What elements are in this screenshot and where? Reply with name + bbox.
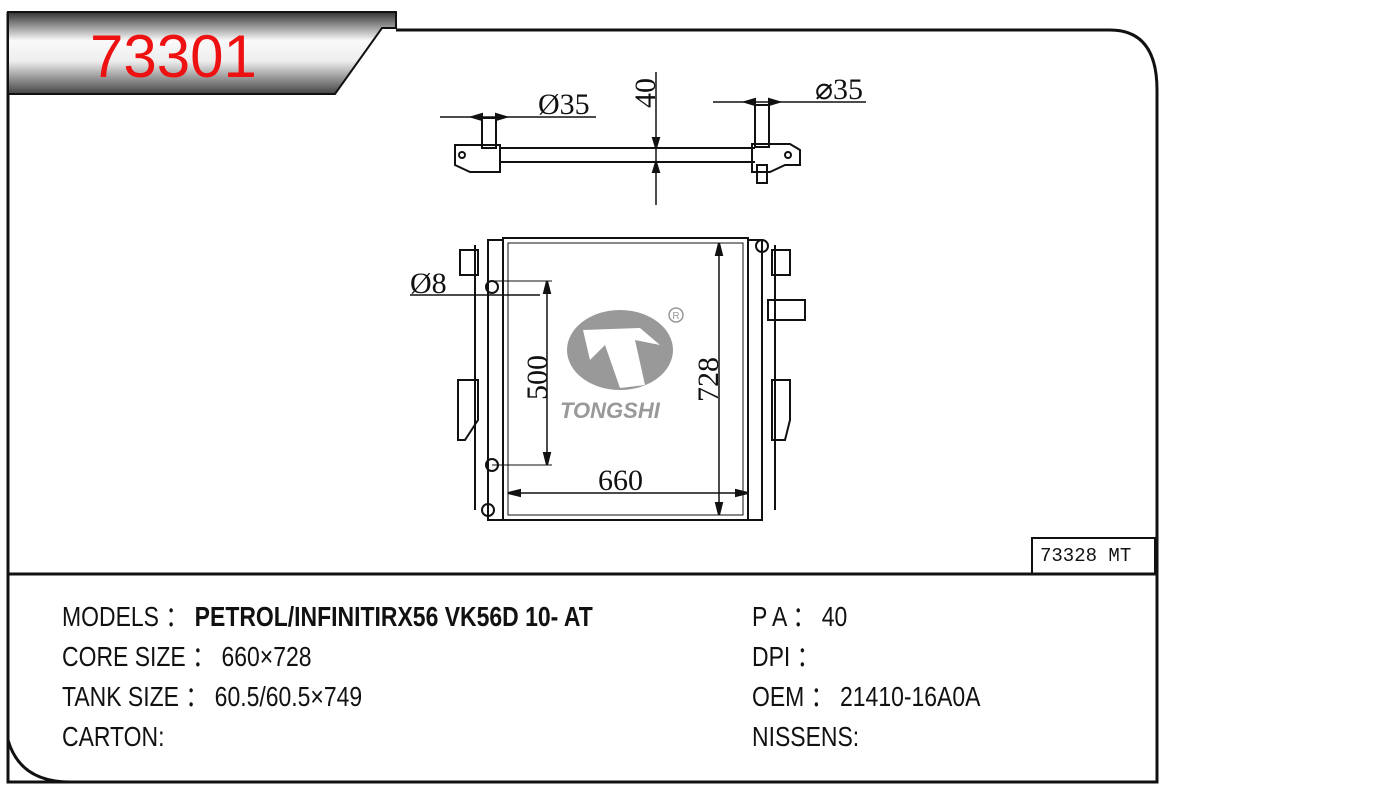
- spec-dpi: DPI ：: [752, 643, 820, 671]
- front-view: [410, 237, 806, 521]
- logo-text: TONGSHI: [560, 398, 661, 423]
- spec-value: 40: [821, 601, 848, 632]
- dim-inlet-diameter: Ø35: [538, 88, 590, 121]
- spec-value: PETROL/INFINITIRX56 VK56D 10- AT: [194, 601, 593, 632]
- tongshi-logo: R TONGSHI: [560, 307, 684, 423]
- cross-reference-box: [1031, 537, 1156, 575]
- spec-label: TANK SIZE ：: [62, 681, 209, 712]
- dim-small-port: Ø8: [410, 267, 447, 300]
- dim-core-height: 728: [692, 357, 725, 402]
- spec-value: 60.5/60.5×749: [214, 681, 363, 712]
- part-number-title: 73301: [90, 23, 257, 90]
- dim-core-thickness: 40: [629, 78, 662, 108]
- spec-nissens: NISSENS:: [752, 723, 859, 751]
- dim-mount-spacing: 500: [521, 355, 554, 400]
- spec-label: OEM ：: [752, 681, 834, 712]
- spec-models: MODELS ： PETROL/INFINITIRX56 VK56D 10- A…: [62, 603, 593, 631]
- spec-label: CARTON:: [62, 721, 165, 752]
- spec-tank-size: TANK SIZE ： 60.5/60.5×749: [62, 683, 362, 711]
- dim-outlet-diameter: ⌀35: [815, 73, 863, 106]
- spec-label: CORE SIZE ：: [62, 641, 216, 672]
- spec-core-size: CORE SIZE ： 660×728: [62, 643, 312, 671]
- spec-label: P A ：: [752, 601, 816, 632]
- spec-pa: P A ： 40: [752, 603, 847, 631]
- spec-carton: CARTON:: [62, 723, 165, 751]
- spec-label: NISSENS:: [752, 721, 860, 752]
- title-banner: [7, 11, 397, 95]
- sheet-frame: [6, 12, 1159, 784]
- dim-core-width: 660: [598, 464, 643, 497]
- spec-value: 660×728: [221, 641, 312, 672]
- spec-label: MODELS ：: [62, 601, 189, 632]
- spec-oem: OEM ： 21410-16A0A: [752, 683, 980, 711]
- spec-value: 21410-16A0A: [840, 681, 981, 712]
- spec-label: DPI ：: [752, 641, 820, 672]
- svg-text:R: R: [672, 311, 679, 322]
- cross-reference-code: 73328 MT: [1040, 545, 1132, 567]
- top-view: [440, 72, 866, 205]
